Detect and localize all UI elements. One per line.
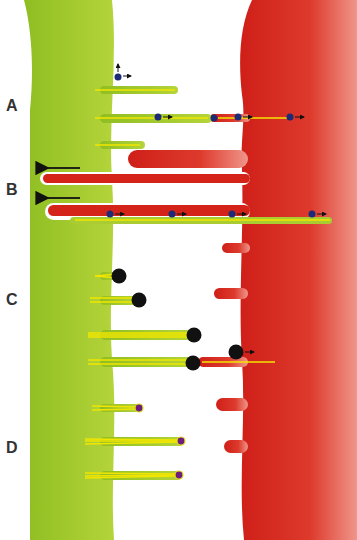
particle-arrow (245, 352, 254, 353)
panel-letter: C (6, 292, 18, 308)
invading-fingers (40, 172, 332, 224)
cargo-dots (107, 64, 327, 218)
actin-bundles (75, 90, 330, 478)
red-cell (128, 0, 357, 540)
particles (112, 269, 244, 371)
panel-letter: D (6, 440, 18, 456)
green-cell (24, 0, 212, 540)
tip-dots (135, 404, 185, 479)
retraction-arrows (48, 168, 80, 198)
panel-letter: A (6, 98, 18, 114)
panel-letter: B (6, 182, 18, 198)
